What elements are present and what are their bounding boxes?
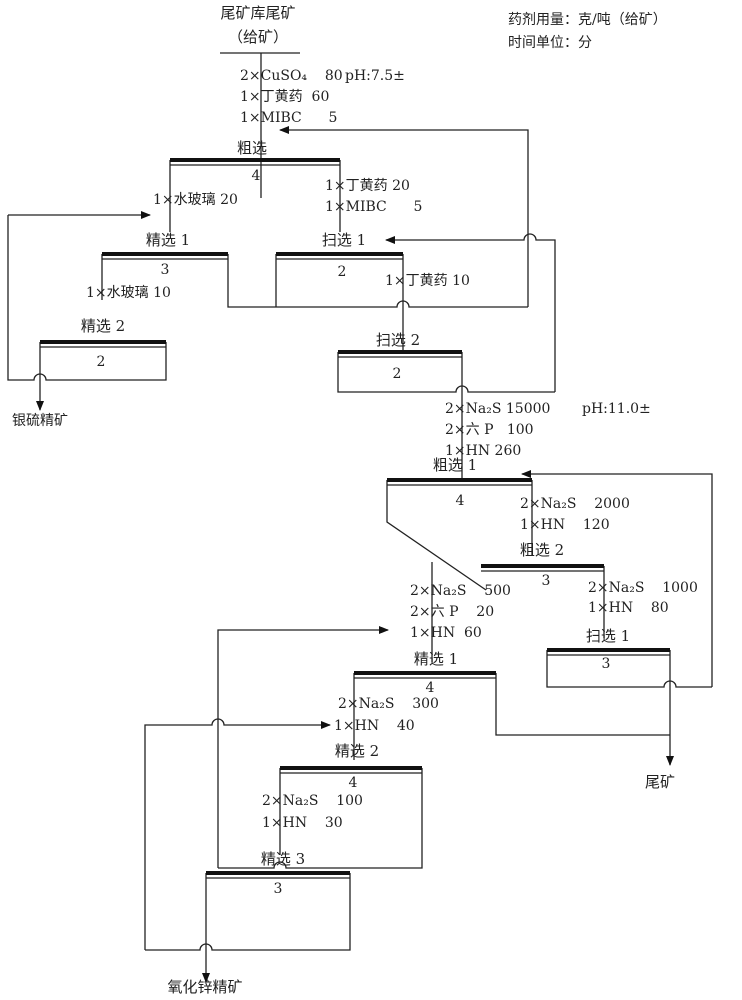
- cleaner1-time: 3: [161, 262, 170, 278]
- reagent-line: 1×HN 40: [334, 718, 415, 734]
- reagent-line: 1×HN 120: [520, 517, 610, 533]
- reagent-line: 2×Na₂S 2000: [520, 496, 630, 512]
- circuit2-lines: [144, 470, 713, 983]
- reagent-line: 1×水玻璃 20: [153, 191, 238, 208]
- reagent-line: 1×水玻璃 10: [86, 284, 171, 301]
- cleaner3-label: 精选 3: [261, 850, 305, 868]
- rougher2-cell: [481, 564, 604, 568]
- rougher2-label: 粗选 2: [520, 541, 564, 559]
- reagent-line: 1×丁黄药 20: [325, 177, 410, 194]
- ph-label: pH:7.5±: [345, 68, 405, 84]
- tailings-label: 尾矿: [645, 773, 675, 791]
- reagent-line: 1×MIBC 5: [240, 110, 337, 126]
- reagent-line: 2×六 P 100: [445, 422, 534, 438]
- scavenger2-label: 扫选 2: [376, 331, 420, 349]
- legend-time-unit: 时间单位：分: [508, 35, 592, 51]
- scavenger1-cell: [547, 648, 670, 652]
- reagent-line: 2×Na₂S 300: [338, 696, 439, 712]
- cleaner2-time: 2: [97, 354, 106, 370]
- rougher-time: 4: [252, 168, 261, 184]
- reagent-line: 1×MIBC 5: [325, 199, 422, 215]
- scavenger1-time: 2: [338, 264, 347, 280]
- ph-label: pH:11.0±: [582, 401, 651, 417]
- reagent-line: 2×Na₂S 15000: [445, 401, 550, 417]
- cleaner2-cell: [280, 766, 422, 770]
- reagent-line: 1×HN 80: [588, 600, 669, 616]
- reagent-line: 2×Na₂S 500: [410, 583, 511, 599]
- reagent-line: 1×丁黄药 60: [240, 88, 329, 105]
- zinc-oxide-concentrate-label: 氧化锌精矿: [167, 978, 242, 996]
- cleaner2-label: 精选 2: [335, 742, 379, 760]
- feed-subtitle: （给矿）: [228, 28, 288, 46]
- scavenger1-label: 扫选 1: [586, 627, 630, 645]
- rougher-label: 粗选: [237, 139, 267, 157]
- scavenger2-time: 2: [393, 366, 402, 382]
- cleaner1-cell: [354, 671, 496, 675]
- cleaner2-label: 精选 2: [81, 317, 125, 335]
- reagent-line: 2×Na₂S 100: [262, 793, 363, 809]
- cleaner2-time: 4: [349, 775, 358, 791]
- legend-dosage: 药剂用量：克/吨（给矿）: [508, 12, 667, 28]
- cleaner1-label: 精选 1: [146, 231, 190, 249]
- reagent-line: 2×Na₂S 1000: [588, 580, 698, 596]
- rougher1-cell: [387, 478, 532, 482]
- reagent-line: 2×六 P 20: [410, 604, 494, 620]
- cleaner3-cell: [206, 871, 350, 875]
- cleaner3-time: 3: [274, 881, 283, 897]
- rougher1-label: 粗选 1: [433, 456, 477, 474]
- feed-title: 尾矿库尾矿: [220, 4, 295, 22]
- reagent-line: 1×丁黄药 10: [385, 272, 470, 289]
- reagent-line: 1×HN 260: [445, 443, 521, 459]
- silver-sulfur-concentrate-label: 银硫精矿: [12, 413, 68, 429]
- circuit1-lines: [7, 126, 556, 480]
- reagent-line: 1×HN 30: [262, 815, 343, 831]
- reagent-line: 1×HN 60: [410, 625, 482, 641]
- scavenger1-cell: [276, 252, 403, 256]
- cleaner2-cell: [40, 340, 166, 344]
- rougher2-time: 3: [542, 573, 551, 589]
- scavenger1-label: 扫选 1: [322, 231, 366, 249]
- rougher1-time: 4: [456, 493, 465, 509]
- cleaner1-time: 4: [426, 680, 435, 696]
- scavenger1-time: 3: [602, 656, 611, 672]
- feed-line: [220, 52, 300, 198]
- reagent-line: 2×CuSO₄ 80: [240, 68, 343, 84]
- cleaner1-label: 精选 1: [414, 650, 458, 668]
- cleaner1-cell: [102, 252, 228, 256]
- rougher-cell: [170, 158, 340, 162]
- scavenger2-cell: [338, 350, 462, 354]
